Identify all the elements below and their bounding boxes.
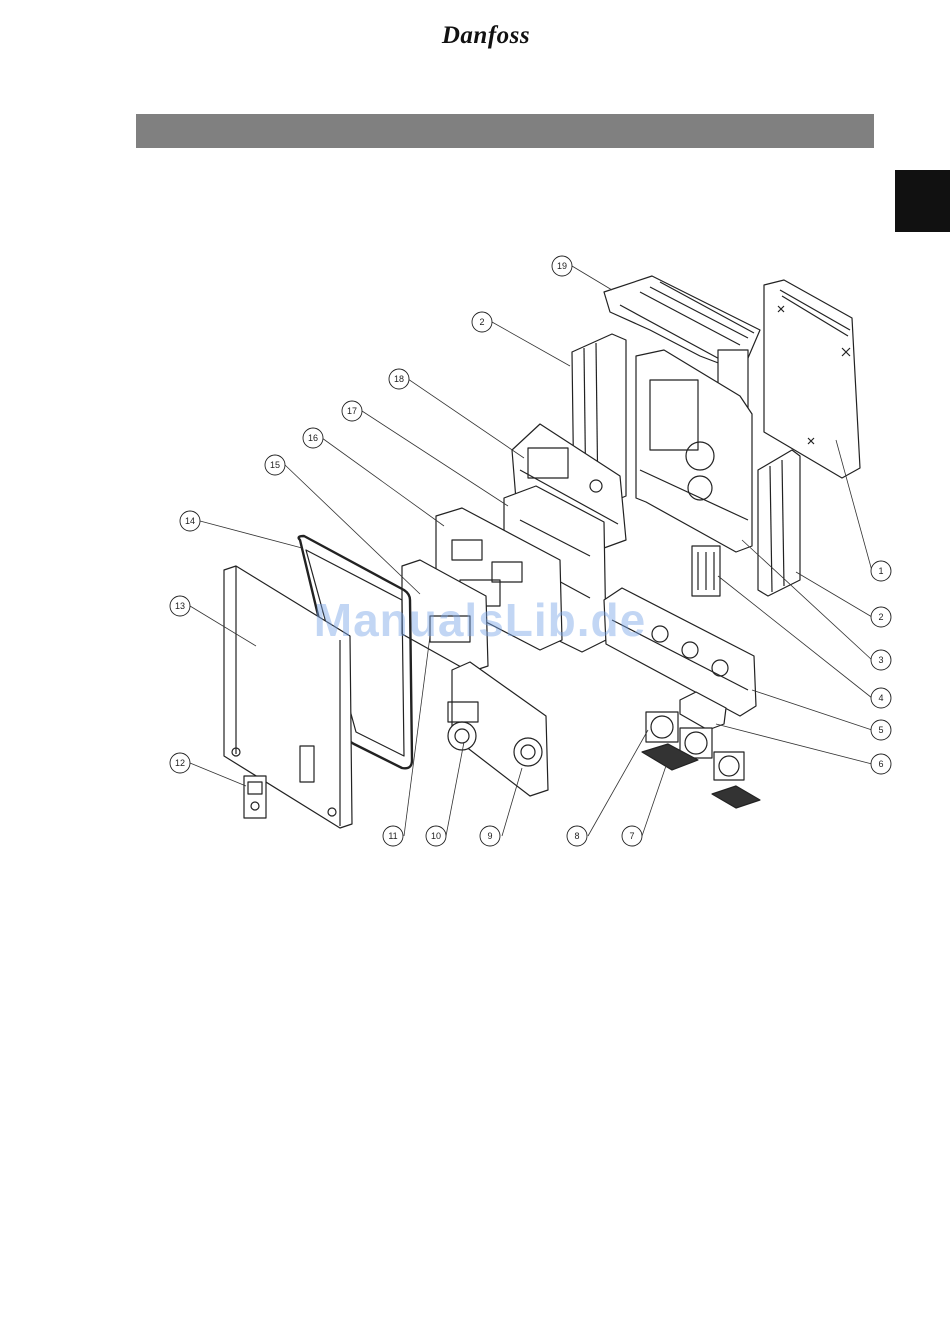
part-keypad xyxy=(244,776,266,818)
svg-text:15: 15 xyxy=(270,460,280,470)
callout-4: 4 xyxy=(871,688,891,708)
svg-text:6: 6 xyxy=(878,759,883,769)
callout-8: 8 xyxy=(567,826,587,846)
callout-9: 9 xyxy=(480,826,500,846)
svg-text:4: 4 xyxy=(878,693,883,703)
callout-11: 11 xyxy=(383,826,403,846)
callout-1: 1 xyxy=(871,561,891,581)
watermark-text: ManualsLib.de xyxy=(290,592,670,648)
callout-12: 12 xyxy=(170,753,190,773)
svg-text:7: 7 xyxy=(629,831,634,841)
callout-13: 13 xyxy=(170,596,190,616)
svg-text:16: 16 xyxy=(308,433,318,443)
svg-text:8: 8 xyxy=(574,831,579,841)
svg-text:2: 2 xyxy=(479,317,484,327)
callout-2-top: 2 xyxy=(472,312,492,332)
callout-15: 15 xyxy=(265,455,285,475)
callout-2-bottom: 2 xyxy=(871,607,891,627)
callout-3: 3 xyxy=(871,650,891,670)
svg-text:13: 13 xyxy=(175,601,185,611)
svg-text:17: 17 xyxy=(347,406,357,416)
svg-text:2: 2 xyxy=(878,612,883,622)
callout-18: 18 xyxy=(389,369,409,389)
callout-5: 5 xyxy=(871,720,891,740)
part-rear-cover xyxy=(764,280,860,478)
callout-14: 14 xyxy=(180,511,200,531)
svg-text:18: 18 xyxy=(394,374,404,384)
svg-text:14: 14 xyxy=(185,516,195,526)
callout-7: 7 xyxy=(622,826,642,846)
callout-17: 17 xyxy=(342,401,362,421)
svg-text:11: 11 xyxy=(388,831,397,841)
callout-6: 6 xyxy=(871,754,891,774)
svg-text:9: 9 xyxy=(487,831,492,841)
svg-text:1: 1 xyxy=(878,566,883,576)
callout-19: 19 xyxy=(552,256,572,276)
svg-text:12: 12 xyxy=(175,758,185,768)
svg-text:19: 19 xyxy=(557,261,567,271)
svg-text:5: 5 xyxy=(878,725,883,735)
part-terminal-strip xyxy=(692,546,720,596)
svg-text:3: 3 xyxy=(878,655,883,665)
callout-16: 16 xyxy=(303,428,323,448)
svg-text:10: 10 xyxy=(431,831,441,841)
callout-10: 10 xyxy=(426,826,446,846)
